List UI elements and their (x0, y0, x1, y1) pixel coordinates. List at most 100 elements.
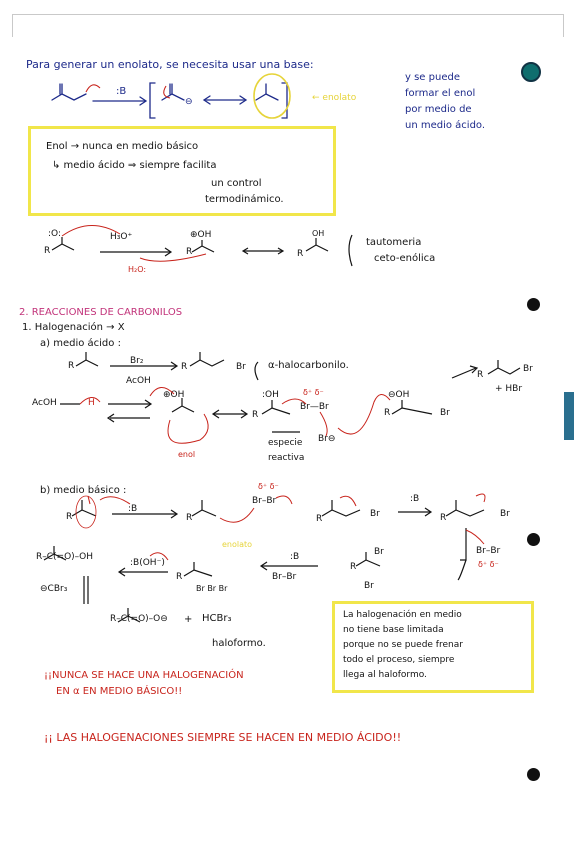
acid-medium-title: a) medio ácido : (40, 338, 121, 349)
note-box-haloform (332, 601, 534, 693)
delta-label: δ⁺ δ⁻ (478, 560, 499, 569)
box1-line: ↳ medio ácido ⇒ siempre facilita (52, 160, 217, 171)
binder-hole (527, 298, 540, 311)
carboxylic-acid: R–C(=O)–OH (36, 552, 94, 562)
r-group: R (350, 562, 357, 572)
br-br: Br–Br (272, 572, 297, 582)
box2-line: no tiene base limitada (343, 625, 444, 635)
reagent-br2: Br₂ (130, 356, 144, 366)
r-group: R (44, 246, 51, 256)
oh-label: OH (312, 229, 325, 238)
br-minus: Br⊖ (318, 434, 336, 444)
box2-line: llega al haloformo. (343, 670, 427, 680)
top-scheme-arrows (85, 84, 171, 99)
especie-label: especie (268, 438, 303, 448)
oh-label: :OH (262, 390, 279, 400)
warning-line: ¡¡NUNCA SE HACE UNA HALOGENACIÓN (44, 670, 244, 681)
tautomeria-arrows (61, 225, 207, 262)
r-group: R (176, 572, 183, 582)
page-top-border (12, 14, 564, 37)
hbr-label: + HBr (495, 384, 523, 394)
basic-halogenation-drawing (43, 500, 485, 623)
especie-label: reactiva (268, 453, 305, 463)
enolato-highlight (253, 73, 291, 119)
haloformo-label: haloformo. (212, 638, 266, 649)
page-side-tab (564, 392, 574, 440)
r-group: R (66, 512, 73, 522)
br-label: Br (370, 509, 380, 519)
br-label: Br (374, 547, 384, 557)
r-group: R (477, 370, 484, 380)
r-group: R (316, 514, 323, 524)
tautomeria-drawing (51, 234, 353, 267)
br-label: Br (440, 408, 450, 418)
hcbr3: HCBr₃ (202, 613, 232, 624)
r-group: R (384, 408, 391, 418)
header-note-line: y se puede (405, 72, 460, 83)
box2-line: todo el proceso, siempre (343, 655, 455, 665)
warning-line: EN α EN MEDIO BÁSICO!! (56, 686, 183, 697)
r-group: R (252, 410, 259, 420)
subsection-title: 1. Halogenación → X (22, 322, 125, 333)
br-label: Br (364, 581, 374, 591)
box1-line: un control (211, 178, 262, 189)
enolato-label: ← enolato (312, 93, 357, 103)
oplus-oh: ⊖OH (388, 390, 410, 400)
br-br: Br–Br (252, 496, 277, 506)
note-box-enol (28, 126, 336, 216)
top-scheme-drawing (51, 82, 288, 119)
header-note-line: formar el enol (405, 88, 476, 99)
enolato-label: enolato (222, 540, 253, 549)
base-label: :B (128, 504, 138, 514)
base-label: :B (410, 494, 420, 504)
base-label: :B (116, 86, 127, 97)
basic-medium-title: b) medio básico : (40, 485, 127, 496)
oplus-oh: ⊕OH (190, 230, 212, 240)
br-br: Br—Br (300, 402, 329, 412)
br-label: Br (500, 509, 510, 519)
delta-label: δ⁺ δ⁻ (303, 388, 324, 397)
delta-label: δ⁺ δ⁻ (258, 482, 279, 491)
base-oh-label: :B(OH⁻) (130, 558, 165, 568)
box2-line: La halogenación en medio (343, 610, 462, 620)
reagent-h2o: H₂O: (128, 265, 147, 274)
box1-line: termodinámico. (205, 194, 284, 205)
tautomeria-label: tautomeria (366, 237, 422, 248)
charge-minus: ⊖ (185, 97, 193, 107)
cbr3-anion: ⊖CBr₃ (40, 584, 68, 594)
reagent-acoh: AcOH (126, 376, 151, 386)
plus-sign: + (184, 614, 193, 625)
acoh-label: AcOH (32, 398, 57, 408)
r-group: R (181, 362, 188, 372)
carboxylate: R–C(=O)–O⊖ (110, 614, 168, 624)
carbonyl-o: :O: (48, 229, 61, 239)
tribromo-label: Br Br Br (196, 584, 228, 593)
r-group: R (186, 247, 193, 257)
br-label: Br (236, 362, 246, 372)
box1-line: Enol → nunca en medio básico (46, 141, 199, 152)
r-group: R (68, 361, 75, 371)
header-note-line: por medio de (405, 104, 472, 115)
acid-halogenation-drawing (60, 352, 521, 433)
proton: H (88, 398, 95, 408)
r-group: R (186, 513, 193, 523)
highlight-circle (75, 495, 97, 529)
enol-label: enol (178, 450, 196, 459)
binder-hole (527, 768, 540, 781)
header-note-line: un medio ácido. (405, 120, 486, 131)
r-group: R (440, 513, 447, 523)
acid-mechanism-arrows (79, 387, 391, 444)
halocarbonilo-label: α-halocarbonilo. (268, 360, 349, 371)
tautomeria-label: ceto-enólica (374, 253, 436, 264)
br-label: Br (523, 364, 533, 374)
warning-line: ¡¡ LAS HALOGENACIONES SIEMPRE SE HACEN E… (44, 731, 402, 744)
binder-hole-teal (521, 62, 541, 82)
header-line: Para generar un enolato, se necesita usa… (26, 58, 314, 71)
oplus-oh: ⊕OH (163, 390, 185, 400)
box2-line: porque no se puede frenar (343, 640, 463, 650)
base-label: :B (290, 552, 300, 562)
binder-hole (527, 533, 540, 546)
r-group: R (297, 249, 304, 259)
